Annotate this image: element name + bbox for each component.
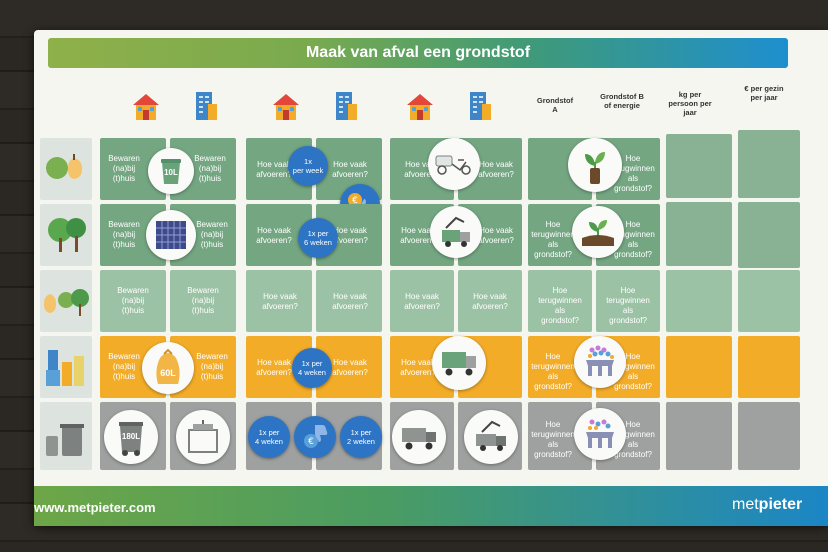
grey-truck-chip[interactable]: [392, 410, 446, 464]
bewaren-label: Bewaren(na)bij(t)huis: [187, 286, 219, 315]
bin-volume: 10L: [164, 168, 178, 177]
header-kg-per-persoon: kg per persoon per jaar: [668, 90, 712, 117]
bewaren-label: Bewaren(na)bij(t)huis: [196, 352, 228, 381]
food-waste-icon: [44, 152, 90, 187]
sprout-chip[interactable]: [568, 138, 622, 192]
bewaren-label: Bewaren(na)bij(t)huis: [196, 220, 228, 249]
residual-waste-icon: [44, 418, 88, 463]
house-icon: [406, 92, 434, 127]
recycling-plant-chip[interactable]: [574, 336, 626, 388]
kg-cell[interactable]: [666, 134, 732, 198]
bewaren-label: Bewaren(na)bij(t)huis: [108, 154, 140, 183]
food-and-tree-icon: [42, 284, 90, 323]
euro-cell[interactable]: [738, 336, 800, 398]
euro-cell[interactable]: [738, 202, 800, 268]
apartment-icon: [194, 90, 218, 127]
euro-cell[interactable]: [738, 270, 800, 332]
euro-cell[interactable]: [738, 402, 800, 470]
header-grondstof-b: Grondstof B of energie: [600, 92, 644, 110]
apartment-icon: [334, 90, 358, 127]
title-banner: Maak van afval een grondstof: [48, 38, 788, 68]
crane-truck-chip[interactable]: [430, 206, 482, 258]
bewaren-label: Bewaren(na)bij(t)huis: [194, 154, 226, 183]
cost-thumbs-down-chip[interactable]: €: [294, 416, 336, 458]
bin-10l-chip[interactable]: 10L: [148, 148, 194, 194]
kg-cell[interactable]: [666, 402, 732, 470]
footer-url[interactable]: www.metpieter.com: [34, 500, 156, 515]
bin-180l-chip[interactable]: 180L: [104, 410, 158, 464]
header-euro-per-gezin: € per gezin per jaar: [744, 84, 784, 102]
house-icon: [272, 92, 300, 127]
house-icon: [132, 92, 160, 127]
bewaren-cell: Bewaren(na)bij(t)huis: [100, 270, 166, 332]
bag-volume: 60L: [160, 368, 176, 378]
kg-cell[interactable]: [666, 336, 732, 398]
apartment-icon: [468, 90, 492, 127]
kg-cell[interactable]: [666, 202, 732, 266]
incinerator-plant-chip[interactable]: [574, 408, 626, 460]
metpieter-logo: metpieter: [732, 496, 803, 513]
soil-sprout-chip[interactable]: [572, 206, 624, 258]
bewaren-label: Bewaren(na)bij(t)huis: [108, 352, 140, 381]
svg-text:€: €: [352, 196, 358, 206]
poster-title: Maak van afval een grondstof: [305, 44, 531, 61]
packaging-icon: [44, 346, 88, 395]
footer-banner: www.metpieter.com metpieter: [34, 486, 828, 526]
bewaren-cell: Bewaren(na)bij(t)huis: [170, 270, 236, 332]
grey-crane-truck-chip[interactable]: [464, 410, 518, 464]
poster: Maak van afval een grondstof Grondstof A…: [34, 30, 828, 526]
bewaren-label: Bewaren(na)bij(t)huis: [108, 220, 140, 249]
bag-60l-chip[interactable]: 60L: [142, 342, 194, 394]
svg-text:€: €: [308, 437, 314, 447]
kg-cell[interactable]: [666, 270, 732, 332]
underground-container-chip[interactable]: [176, 410, 230, 464]
bewaren-label: Bewaren(na)bij(t)huis: [117, 286, 149, 315]
bin-volume: 180L: [121, 432, 141, 441]
tree-icon: [46, 212, 90, 261]
bike-cart-chip[interactable]: [428, 138, 480, 190]
euro-cell[interactable]: [738, 130, 800, 198]
garbage-truck-chip[interactable]: [432, 336, 486, 390]
compost-grid-chip[interactable]: [146, 210, 196, 260]
header-grondstof-a: Grondstof A: [536, 96, 574, 114]
